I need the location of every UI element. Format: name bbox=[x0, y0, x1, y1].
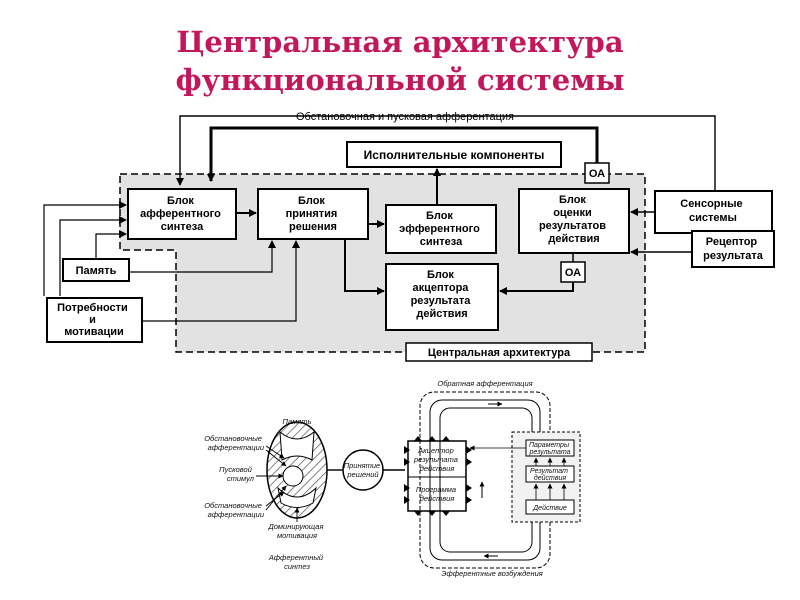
decision-circle-label: Принятие решений bbox=[344, 461, 383, 479]
oa-top-label: ОА bbox=[589, 168, 605, 180]
page-title-line-1: Центральная архитектура bbox=[176, 25, 624, 59]
situational-afferentation-label: Обстановочная и пусковая афферентация bbox=[296, 111, 514, 123]
acceptor-small-label: Акцептор результата действия bbox=[413, 446, 460, 473]
central-architecture-diagram: Обстановочная и пусковая афферентация Ис… bbox=[43, 111, 775, 362]
afferent-synthesis-block bbox=[127, 188, 237, 240]
top-diagram-arrows bbox=[43, 168, 692, 322]
evaluation-block bbox=[518, 188, 630, 254]
efferent-synthesis-label: Блок эфферентного синтеза bbox=[399, 210, 483, 248]
receptor-result-label: Рецептор результата bbox=[703, 236, 764, 262]
trigger-stimulus-label: Пусковой стимул bbox=[219, 465, 255, 483]
decision-block bbox=[257, 188, 369, 240]
afferent-synthesis-label: Блок афферентного синтеза bbox=[140, 195, 224, 233]
afferent-synthesis-hemisphere bbox=[266, 421, 328, 519]
result-params-label: Параметры результата bbox=[528, 442, 571, 456]
program-label: Программа действия bbox=[416, 485, 458, 503]
central-architecture-label-box bbox=[405, 342, 593, 362]
executive-components-label: Исполнительные компоненты bbox=[364, 148, 545, 162]
feedback-afferentation-label: Обратная афферентация bbox=[437, 379, 532, 388]
needs-motivations-box bbox=[46, 297, 143, 343]
memory-label: Память bbox=[76, 265, 117, 277]
central-architecture-label: Центральная архитектура bbox=[428, 347, 571, 359]
afferent-synthesis-caption: Афферентный синтез bbox=[268, 553, 325, 571]
result-arrows bbox=[469, 445, 567, 500]
central-region bbox=[119, 173, 646, 353]
return-afferentation-thick-line bbox=[207, 126, 599, 182]
needs-motivations-label: Потребности и мотивации bbox=[57, 302, 131, 338]
efferent-excitations-label: Эфферентные возбуждения bbox=[441, 569, 543, 578]
page-title-line-2: функциональной системы bbox=[175, 63, 625, 97]
oa-bottom-label: ОА bbox=[565, 267, 581, 279]
situational-afferentations-bottom-label: Обстановочные афферентации bbox=[204, 501, 265, 519]
action-label: Действие bbox=[532, 504, 567, 512]
acceptor-label: Блок акцептора результата действия bbox=[411, 269, 474, 320]
acceptor-block bbox=[385, 263, 499, 331]
result-label: Результат действия bbox=[530, 468, 570, 482]
bottom-memory-label: Память bbox=[283, 417, 312, 426]
oa-top-box bbox=[584, 162, 610, 184]
hemisphere-input-arrows bbox=[256, 445, 343, 522]
executive-components-box bbox=[346, 141, 562, 168]
acceptor-program-block bbox=[404, 436, 472, 516]
situational-afferentation-line bbox=[176, 115, 716, 205]
dominant-motivation-label: Доминирующая мотивация bbox=[267, 522, 325, 540]
functional-system-scheme: Память Обстановочные афферентации Пусков… bbox=[204, 379, 581, 578]
decision-label: Блок принятия решения bbox=[286, 195, 341, 233]
sensory-systems-label: Сенсорные системы bbox=[680, 198, 745, 224]
evaluation-label: Блок оценки результатов действия bbox=[539, 194, 609, 245]
receptor-result-box bbox=[691, 230, 775, 268]
situational-afferentations-top-label: Обстановочные афферентации bbox=[204, 434, 265, 452]
efferent-synthesis-block bbox=[385, 204, 497, 254]
